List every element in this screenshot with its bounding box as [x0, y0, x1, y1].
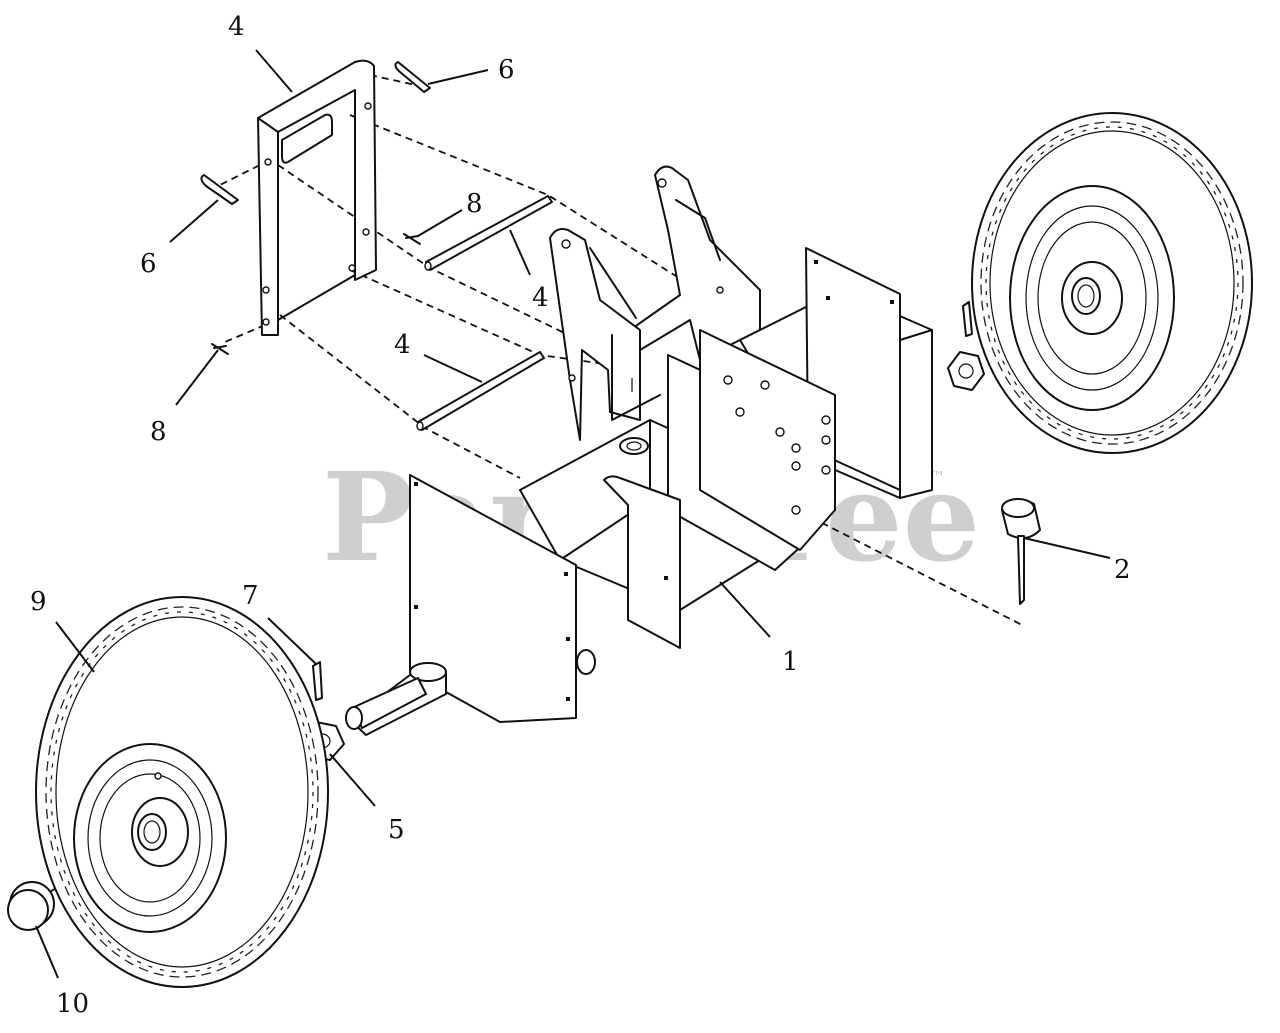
callout-4-lower: 4 [394, 330, 411, 360]
hair-pin-upper [403, 233, 421, 245]
castle-nut-rear [947, 351, 985, 391]
cotter-pin-upper [394, 61, 431, 93]
callout-labels: 4 6 6 8 4 4 8 1 2 7 9 5 10 [30, 12, 1131, 1019]
hub-cap [7, 881, 55, 931]
callout-6-left: 6 [140, 249, 157, 279]
callout-8-lower: 8 [150, 417, 167, 447]
pin-lower [416, 351, 545, 431]
callout-2: 2 [1114, 555, 1131, 585]
pin-upper [424, 195, 553, 271]
callout-10: 10 [56, 989, 89, 1019]
hair-pin-lower [211, 343, 229, 355]
lock-knob-pin [1001, 498, 1041, 605]
leader-lines [35, 49, 1111, 979]
cotter-pin-left [200, 174, 239, 205]
callout-7: 7 [242, 581, 259, 611]
rear-wheel [971, 112, 1253, 454]
callout-6-upper: 6 [498, 55, 515, 85]
cotter-pin-front [312, 661, 323, 701]
callout-8-upper: 8 [466, 189, 483, 219]
callout-3: 4 [228, 12, 245, 42]
callout-1: 1 [782, 647, 799, 677]
handle-bracket [257, 59, 377, 336]
front-wheel [35, 596, 329, 988]
callout-9: 9 [30, 587, 47, 617]
cotter-pin-rear [962, 301, 973, 337]
axle-spindle [345, 662, 447, 736]
frame-upright-brackets [549, 165, 761, 441]
main-beam [409, 247, 933, 723]
callout-5: 5 [388, 815, 405, 845]
callout-4-upper: 4 [532, 283, 549, 313]
